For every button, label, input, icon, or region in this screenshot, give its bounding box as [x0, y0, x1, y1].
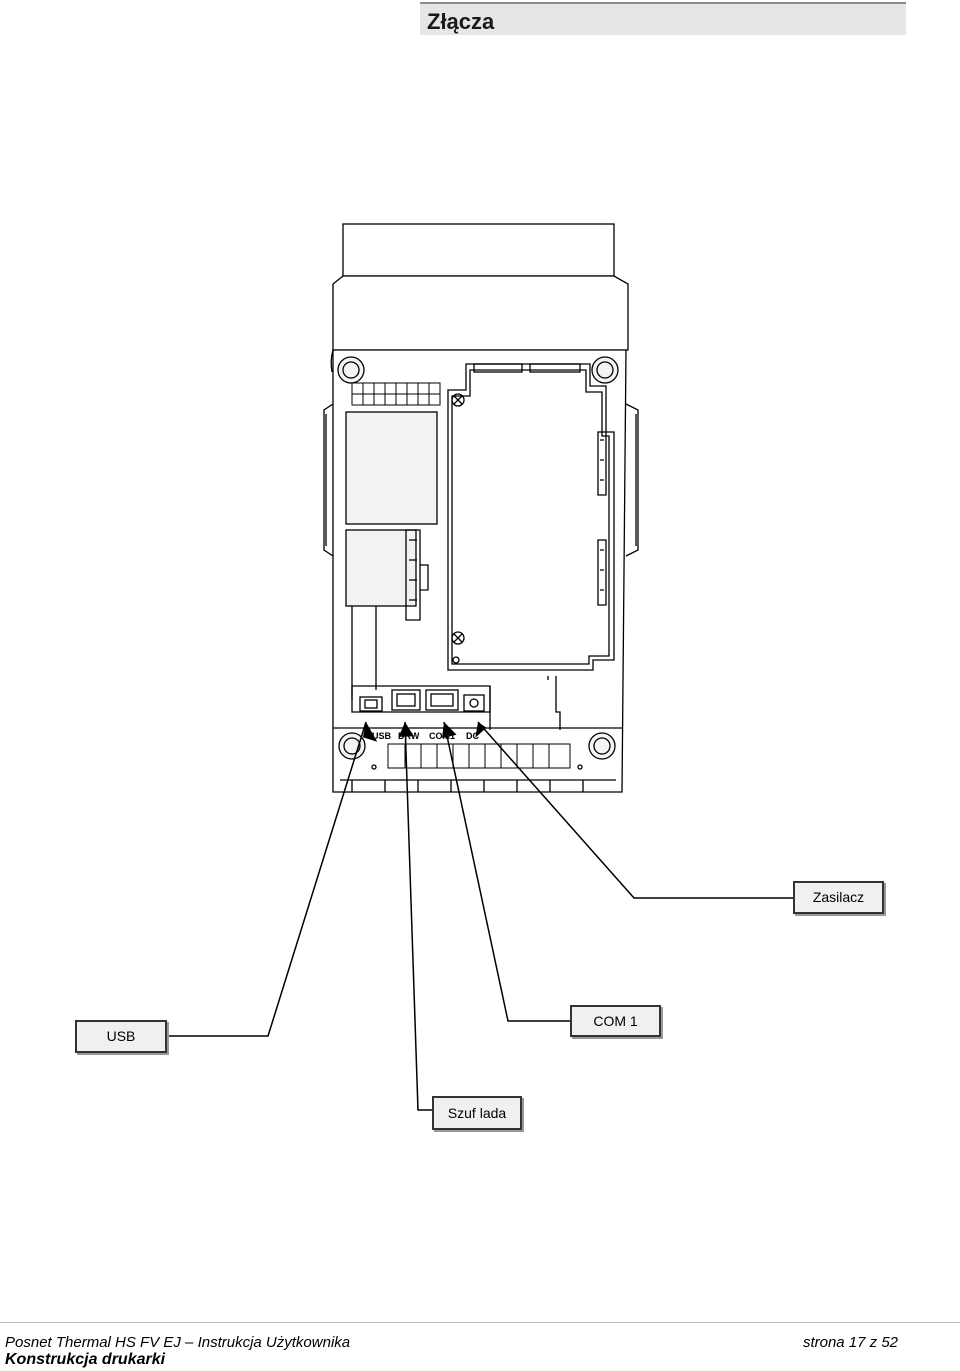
port-label-usb: USB	[372, 731, 392, 741]
printer-drawing	[323, 223, 639, 793]
footer-page-number: strona 17 z 52	[802, 1334, 898, 1351]
footer-section-name: Konstrukcja drukarki	[5, 1351, 166, 1368]
callout-usb: USB	[75, 1020, 167, 1053]
footer-document-title: Posnet Thermal HS FV EJ – Instrukcja Uży…	[5, 1334, 351, 1351]
section-header: Złącza	[420, 2, 906, 35]
arrowheads	[362, 722, 487, 742]
callout-drawer: Szuf lada	[432, 1096, 522, 1130]
port-label-dc: DC	[466, 731, 479, 741]
callout-power: Zasilacz	[793, 881, 884, 914]
callout-com1: COM 1	[570, 1005, 661, 1037]
port-label-com: COM1	[429, 731, 455, 741]
section-title: Złącza	[427, 9, 495, 34]
footer-divider	[0, 1322, 960, 1323]
leader-lines	[168, 721, 793, 1111]
